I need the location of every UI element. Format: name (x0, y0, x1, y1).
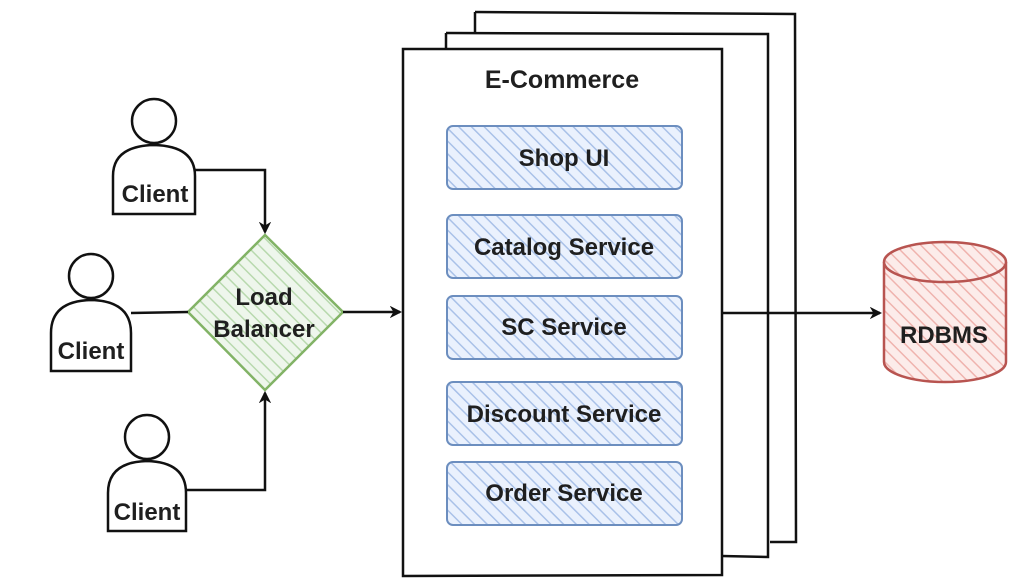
service-catalog: Catalog Service (446, 214, 683, 279)
ecommerce-back-layer-2 (474, 10, 798, 544)
client-label: Client (58, 338, 125, 365)
client-actor-1: Client (111, 97, 197, 216)
client-actor-2: Client (49, 252, 133, 373)
person-icon-head (130, 97, 178, 145)
person-icon-body (106, 459, 188, 533)
database-cylinder: RDBMS (882, 240, 1008, 384)
person-icon-head (123, 413, 171, 461)
load-balancer-label-line1: Load (235, 284, 292, 311)
service-label: Discount Service (467, 401, 662, 428)
service-label: Shop UI (519, 145, 610, 172)
arrow-client3-to-lb (186, 393, 265, 492)
service-label: Order Service (485, 480, 642, 507)
database-label: RDBMS (900, 322, 988, 349)
ecommerce-title: E-Commerce (485, 66, 639, 94)
person-icon-head (67, 252, 115, 300)
arrow-client1-to-lb (195, 168, 265, 232)
client-label: Client (114, 499, 181, 526)
client-label: Client (122, 181, 189, 208)
person-icon-body (49, 298, 133, 373)
person-icon-body (111, 143, 197, 216)
service-sc: SC Service (446, 295, 683, 360)
service-label: Catalog Service (474, 234, 654, 261)
service-discount: Discount Service (446, 381, 683, 446)
client-actor-3: Client (106, 413, 188, 533)
load-balancer: Load Balancer (186, 233, 345, 392)
load-balancer-label-line2: Balancer (213, 316, 314, 343)
service-shop-ui: Shop UI (446, 125, 683, 190)
service-label: SC Service (501, 314, 626, 341)
service-order: Order Service (446, 461, 683, 526)
ecommerce-back-layer-1 (445, 31, 770, 559)
line-client2-to-lb (130, 310, 189, 315)
